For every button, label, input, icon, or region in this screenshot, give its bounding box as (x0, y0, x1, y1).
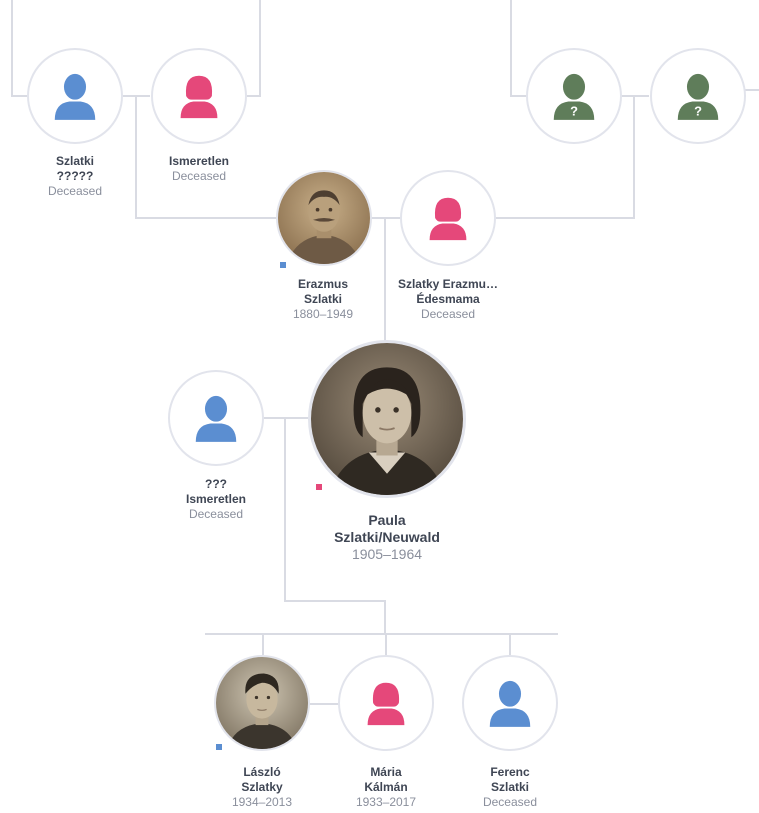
female-silhouette-icon (429, 197, 467, 241)
question-mark-glyph: ? (570, 103, 578, 118)
person-dates: Deceased (47, 184, 103, 198)
avatar[interactable] (400, 170, 496, 266)
photo-portrait-erazmus (278, 172, 370, 264)
connector-left-top-right (246, 0, 261, 97)
person-name-line2: Szlatki/Neuwald (334, 529, 440, 545)
female-silhouette-icon (180, 75, 218, 119)
connector-to-children (284, 418, 386, 634)
person-dates: Deceased (171, 169, 227, 183)
avatar[interactable] (338, 655, 434, 751)
gender-dot (216, 744, 222, 750)
question-mark-glyph: ? (694, 103, 702, 118)
avatar[interactable]: ? (650, 48, 746, 144)
avatar[interactable] (462, 655, 558, 751)
person-name-line2: Édesmama (416, 292, 480, 306)
male-silhouette-icon (54, 73, 96, 120)
photo-portrait-paula (311, 343, 463, 495)
person-dates: Deceased (420, 307, 476, 321)
male-silhouette-icon (489, 680, 531, 727)
connector-left-top (11, 0, 28, 97)
person-dates: Deceased (482, 795, 538, 809)
person-name-line2: ????? (56, 169, 94, 183)
photo-portrait-laszlo (216, 657, 308, 749)
person-name-line1: László (243, 765, 281, 779)
person-name-line1: ??? (205, 477, 227, 491)
avatar[interactable]: ? (526, 48, 622, 144)
connector-to-edesmama (496, 96, 635, 219)
gender-dot (280, 262, 286, 268)
avatar[interactable] (151, 48, 247, 144)
avatar[interactable] (27, 48, 123, 144)
avatar-photo[interactable] (214, 655, 310, 751)
person-name-line2: Szlatki (303, 292, 342, 306)
person-name-line2: Kálmán (364, 780, 408, 794)
person-name-line2: Szlatky (241, 780, 283, 794)
person-name-line1: Ferenc (490, 765, 530, 779)
avatar-photo[interactable] (276, 170, 372, 266)
person-dates: 1905–1964 (351, 546, 423, 562)
person-name-line1: Paula (368, 512, 406, 528)
avatar-photo[interactable] (308, 340, 466, 498)
male-silhouette-icon (195, 395, 237, 442)
avatar[interactable] (168, 370, 264, 466)
connector-right-top (510, 0, 527, 97)
person-dates: 1933–2017 (355, 795, 417, 809)
person-name-line1: Mária (370, 765, 402, 779)
female-silhouette-icon (367, 682, 405, 726)
person-dates: 1934–2013 (231, 795, 293, 809)
unknown-person-icon: ? (677, 73, 719, 120)
person-name-line1: Szlatky Erazmu… (397, 277, 499, 291)
person-name-line1: Szlatki (55, 154, 94, 168)
unknown-person-icon: ? (553, 73, 595, 120)
gender-dot (316, 484, 322, 490)
person-dates: 1880–1949 (292, 307, 354, 321)
person-name-line1: Ismeretlen (168, 154, 230, 168)
connector-to-erazmus (135, 96, 278, 219)
person-name-line1: Erazmus (297, 277, 349, 291)
person-name-line2: Szlatki (490, 780, 529, 794)
person-name-line2: Ismeretlen (185, 492, 247, 506)
person-dates: Deceased (188, 507, 244, 521)
